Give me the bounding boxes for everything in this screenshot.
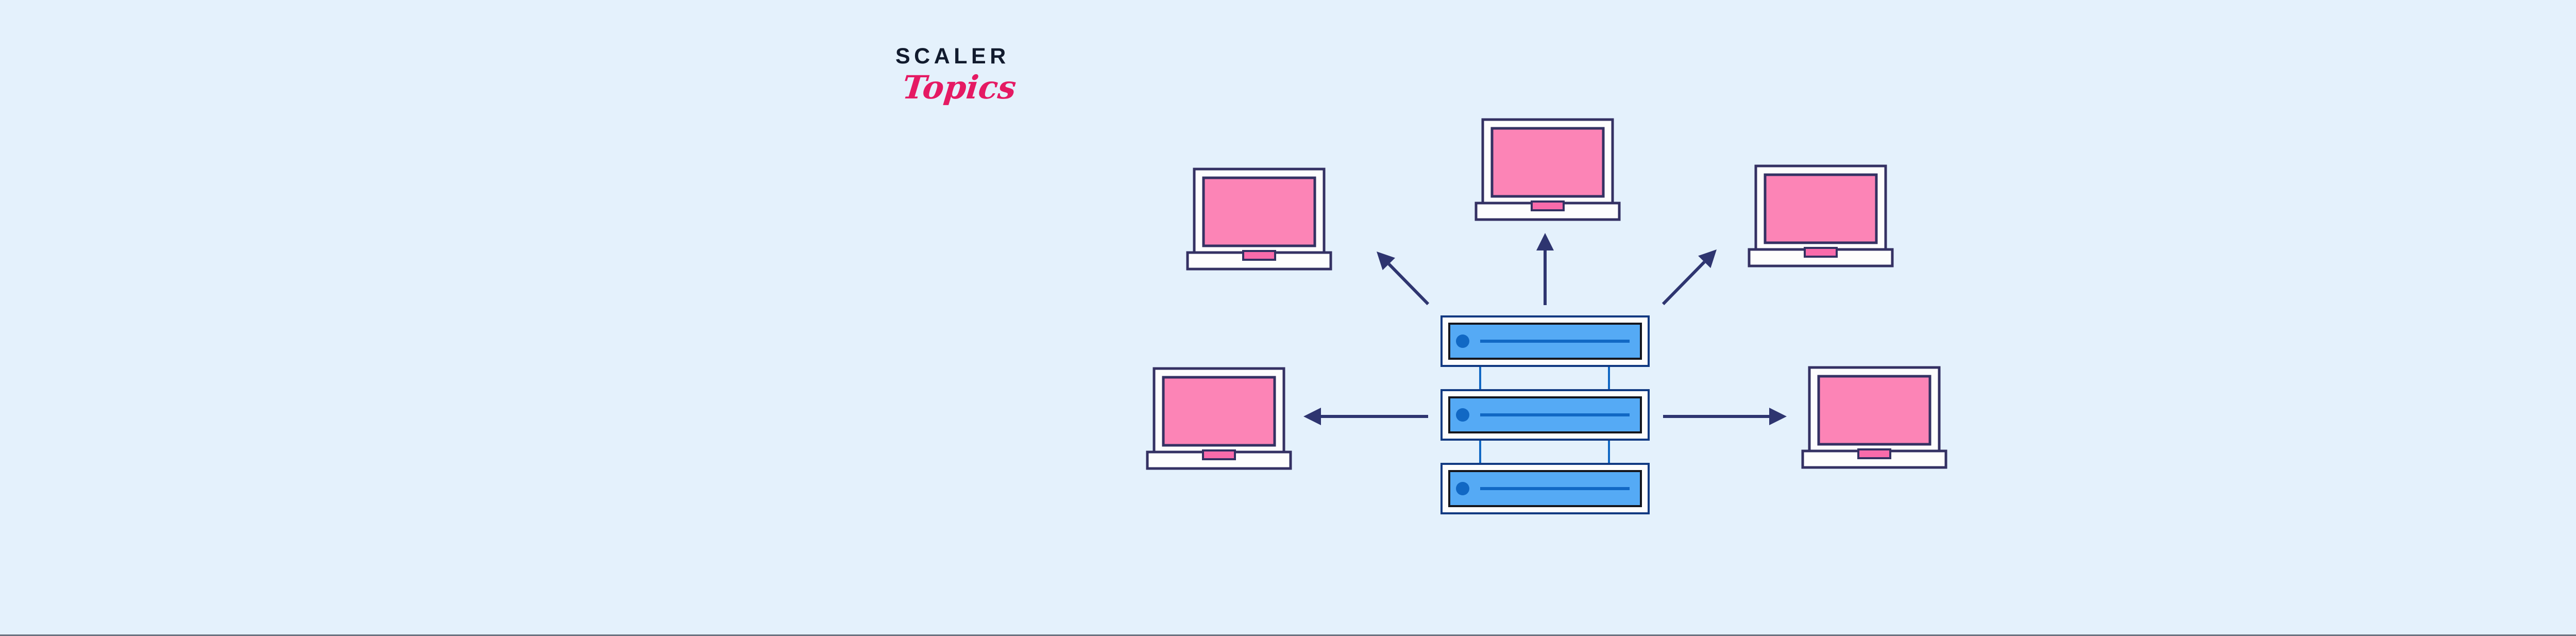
arrow-shaft — [1662, 261, 1706, 306]
laptop-screen — [1817, 375, 1931, 446]
laptop-screen — [1162, 376, 1276, 447]
server-status-led-icon — [1456, 482, 1469, 495]
arrow-to-top-left — [1377, 252, 1430, 306]
client-laptop-top-right[interactable] — [1748, 164, 1894, 267]
arrow-to-top-right — [1662, 249, 1717, 306]
laptop-trackpad — [1242, 250, 1276, 261]
laptop-screen — [1490, 127, 1605, 198]
client-laptop-top-left[interactable] — [1186, 168, 1332, 271]
laptop-trackpad — [1202, 449, 1236, 460]
clients-layer — [1146, 118, 1947, 470]
arrow-to-top-center — [1536, 233, 1554, 305]
server-unit-bottom[interactable] — [1440, 463, 1650, 514]
arrow-to-mid-left — [1303, 408, 1428, 425]
arrow-head-icon — [1377, 252, 1395, 271]
server-status-led-icon — [1456, 408, 1469, 422]
laptop-screen — [1202, 176, 1316, 247]
arrow-head-icon — [1536, 233, 1554, 250]
server-connectors-layer — [1479, 366, 1610, 464]
server-stack — [1440, 315, 1650, 514]
laptop-trackpad — [1857, 448, 1891, 459]
client-laptop-mid-left[interactable] — [1146, 367, 1292, 470]
arrow-shaft — [1387, 263, 1430, 306]
arrows-layer — [1303, 233, 1787, 425]
logo-wordmark-scaler: SCALER — [895, 44, 1010, 69]
scaler-topics-logo: SCALER Topics — [895, 44, 1050, 107]
arrow-head-icon — [1698, 249, 1717, 269]
laptop-trackpad — [1531, 200, 1565, 211]
client-laptop-top-center[interactable] — [1475, 118, 1621, 221]
server-status-led-icon — [1456, 334, 1469, 348]
arrow-head-icon — [1303, 408, 1321, 425]
arrow-head-icon — [1769, 408, 1787, 425]
server-unit-middle[interactable] — [1440, 389, 1650, 441]
server-unit-top[interactable] — [1440, 315, 1650, 367]
arrow-to-mid-right — [1663, 408, 1787, 425]
client-laptop-mid-right[interactable] — [1801, 366, 1947, 469]
laptop-trackpad — [1804, 247, 1838, 258]
laptop-screen — [1764, 173, 1878, 244]
